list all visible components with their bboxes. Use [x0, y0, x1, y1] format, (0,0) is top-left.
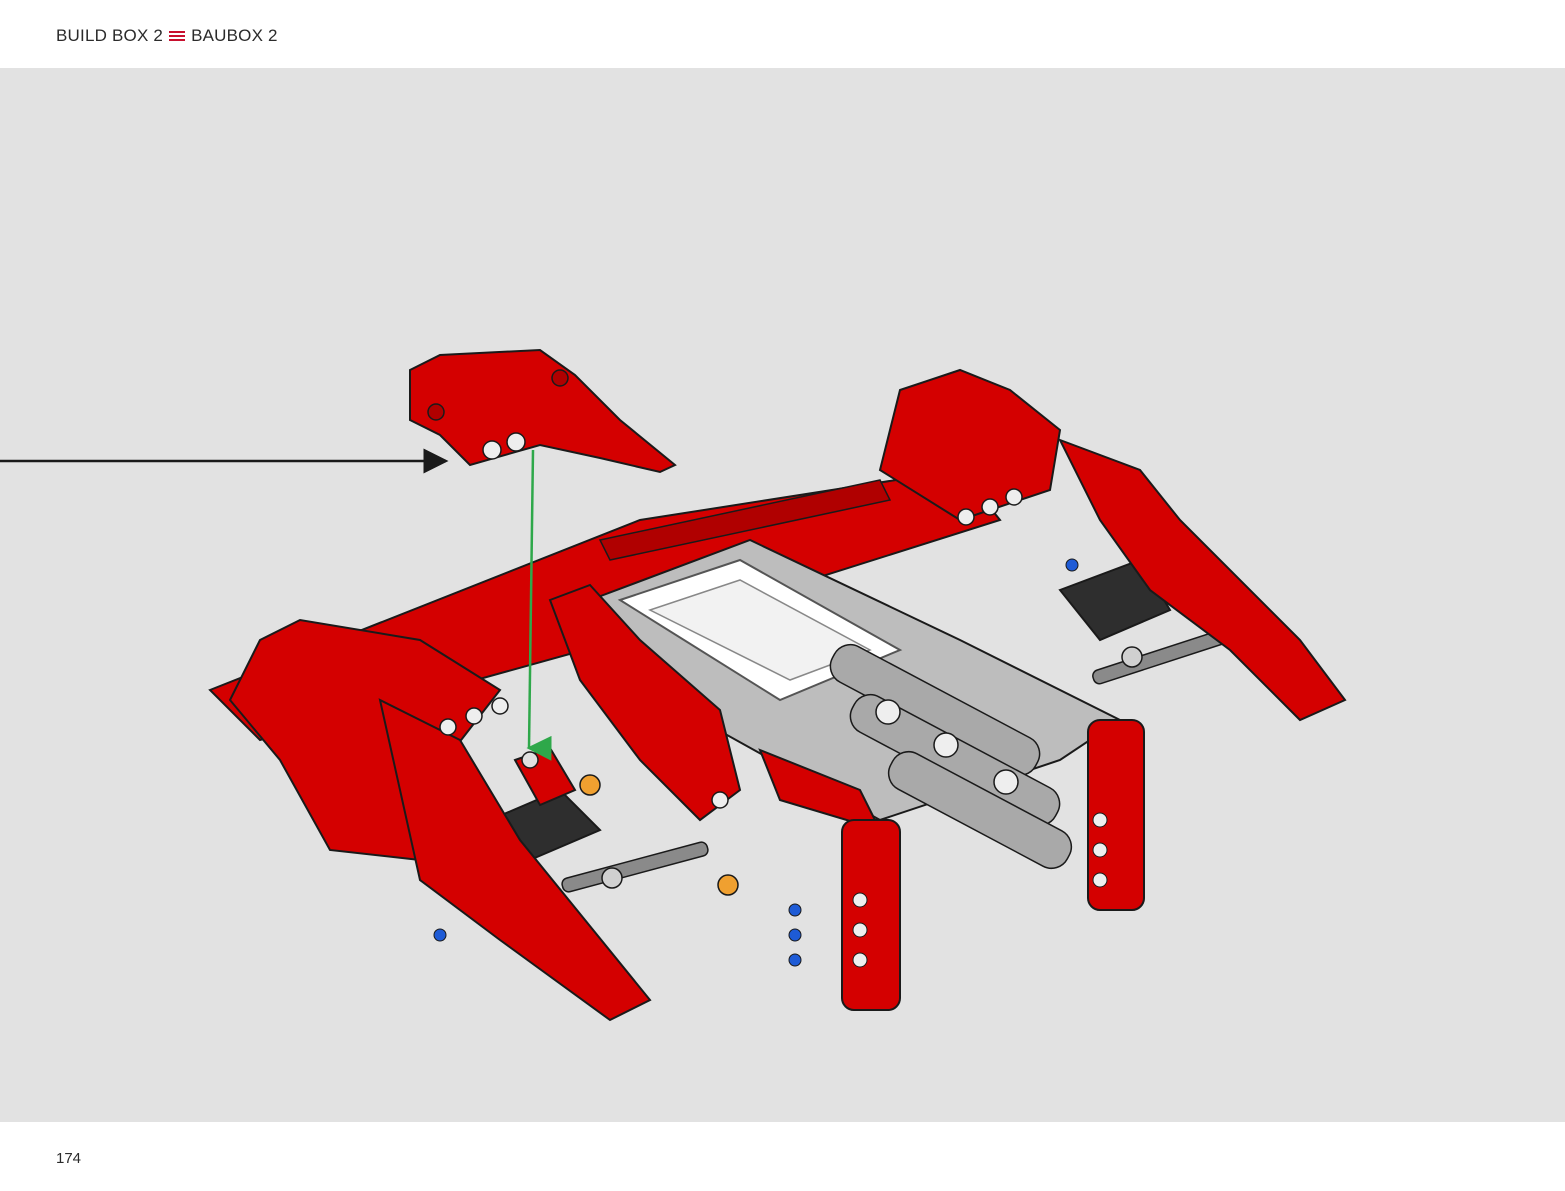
left-red-wing [228, 618, 652, 1022]
page-header: BUILD BOX 2 BAUBOX 2 [0, 0, 1565, 68]
build-box-title: BUILD BOX 2 BAUBOX 2 [56, 26, 278, 46]
center-red-wing [548, 583, 882, 832]
page-footer: 174 [0, 1122, 1565, 1191]
placement-guide-line [526, 449, 552, 761]
connector-pins [433, 558, 1079, 967]
instruction-step-canvas [0, 68, 1565, 1122]
page-number: 174 [56, 1150, 82, 1167]
new-red-panel-part [409, 348, 677, 474]
build-box-label: BUILD BOX 2 [56, 26, 164, 45]
red-vertical-beams [841, 719, 1145, 1011]
assembly-illustration [0, 348, 1347, 1022]
triple-bar-icon [169, 30, 186, 42]
baubox-label: BAUBOX 2 [191, 26, 278, 45]
gray-center-chassis [588, 538, 1122, 870]
right-red-wing [878, 368, 1347, 722]
right-dark-linkage [1058, 558, 1228, 685]
